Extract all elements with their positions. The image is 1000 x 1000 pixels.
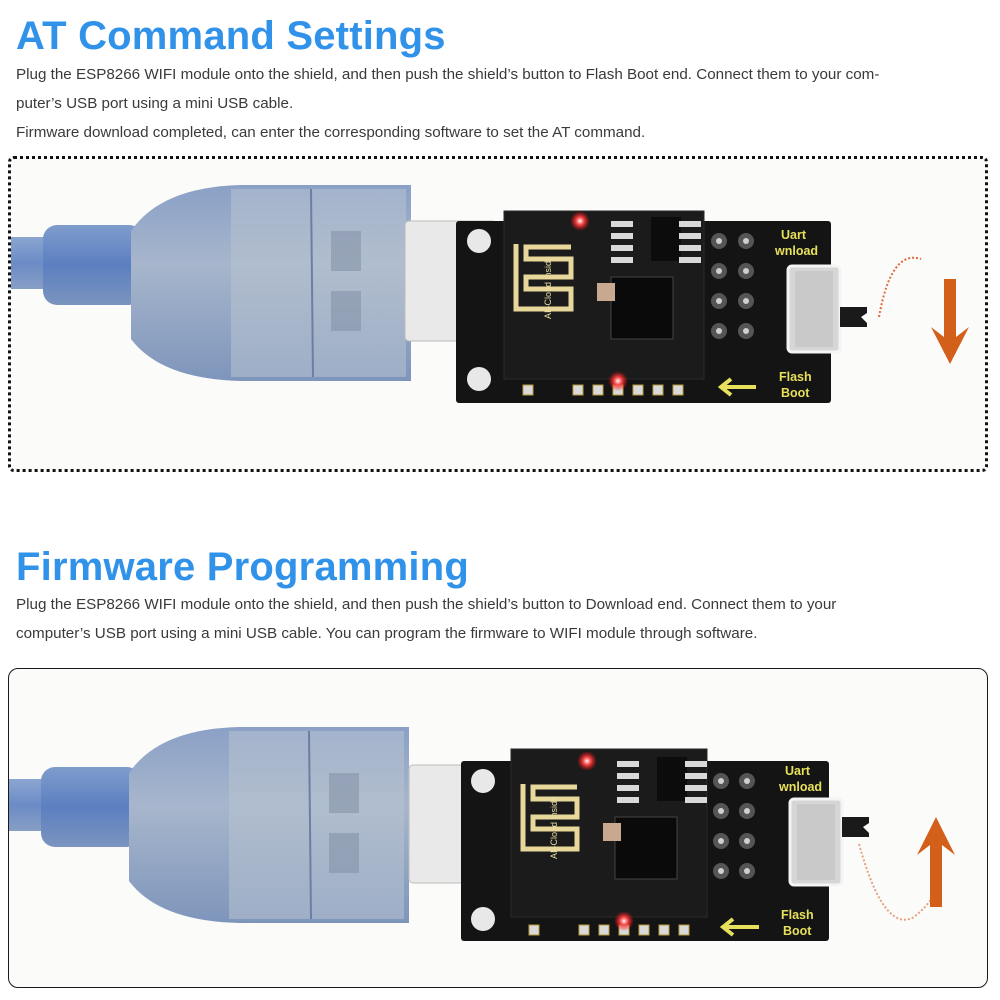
status-led-icon: [608, 371, 628, 391]
usb-shield-photo-flash-boot: AI–Cloud inside Uart wnlo: [11, 185, 969, 403]
section-2-paragraph-2: computer’s USB port using a mini USB cab…: [16, 625, 758, 642]
power-led-icon: [570, 211, 590, 231]
down-arrow-icon: [931, 279, 969, 364]
up-arrow-icon: [917, 817, 955, 907]
section-title-firmware-programming: Firmware Programming: [16, 545, 470, 589]
slide-switch-icon: [788, 797, 869, 887]
svg-text:Uart: Uart: [781, 228, 807, 242]
svg-text:Flash: Flash: [779, 370, 812, 384]
motion-path-icon: [858, 843, 935, 921]
section-1-paragraph-1: Plug the ESP8266 WIFI module onto the sh…: [16, 66, 880, 83]
pcb-arrow-icon: [719, 917, 759, 937]
svg-text:Flash: Flash: [781, 908, 814, 922]
photo-frame-flash-boot: AI–Cloud inside Uart wnlo: [8, 156, 988, 472]
svg-text:Boot: Boot: [783, 924, 812, 938]
svg-text:wnload: wnload: [778, 780, 822, 794]
slide-switch-icon: [786, 264, 867, 354]
status-led-icon: [614, 911, 634, 931]
pcb-arrow-icon: [717, 377, 756, 397]
section-2-paragraph-1: Plug the ESP8266 WIFI module onto the sh…: [16, 596, 837, 613]
usb-cable-icon: [11, 185, 411, 381]
esp-chip-icon: [610, 276, 674, 340]
svg-text:Boot: Boot: [781, 386, 810, 400]
svg-text:wnload: wnload: [774, 244, 818, 258]
svg-text:Uart: Uart: [785, 764, 811, 778]
esp-chip-icon: [614, 816, 678, 880]
section-1-paragraph-3: Firmware download completed, can enter t…: [16, 124, 646, 141]
svg-text:AI–Cloud inside: AI–Cloud inside: [543, 256, 553, 319]
power-led-icon: [577, 751, 597, 771]
pcb-shield-icon: AI–Cloud inside Uart wnlo: [456, 210, 831, 403]
usb-cable-icon: [9, 727, 409, 923]
svg-text:AI–Cloud inside: AI–Cloud inside: [549, 796, 559, 859]
motion-path-icon: [878, 256, 922, 318]
pcb-shield-icon: AI–Cloud inside Uart wnload Flash: [461, 748, 829, 941]
usb-shield-photo-download: AI–Cloud inside Uart wnload Flash: [9, 727, 955, 941]
section-1-paragraph-2: puter’s USB port using a mini USB cable.: [16, 95, 294, 112]
section-title-at-command: AT Command Settings: [16, 14, 446, 58]
photo-frame-download: AI–Cloud inside Uart wnload Flash: [8, 668, 988, 988]
